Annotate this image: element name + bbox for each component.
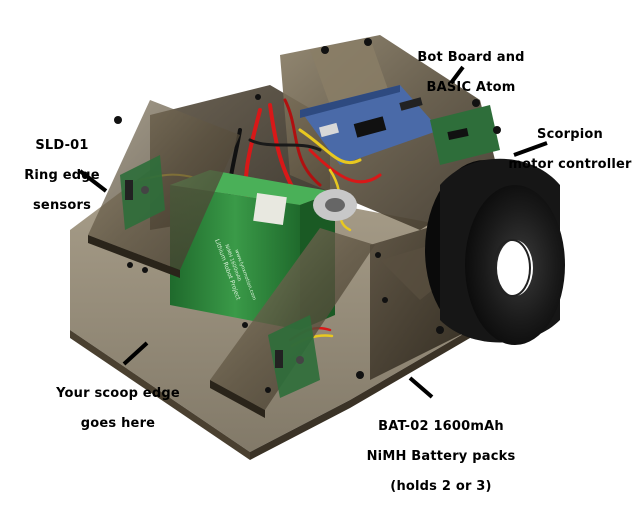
bot-board [300, 85, 440, 165]
label-sld: SLD-01 Ring edge sensors [22, 123, 102, 228]
label-scorpion-line-2: motor controller [508, 157, 632, 172]
callout-lines [78, 65, 548, 399]
label-scorpion-line-1: Scorpion [537, 127, 603, 142]
label-battery-line-3: (holds 2 or 3) [390, 479, 492, 494]
standoffs [114, 38, 501, 393]
pointer-scorpion [513, 141, 548, 157]
pointer-bot-board [449, 65, 465, 85]
left-sensor-plate [88, 100, 240, 278]
label-scoop: Your scoop edge goes here [48, 371, 188, 446]
label-battery: BAT-02 1600mAh NiMH Battery packs (holds… [362, 404, 520, 509]
drive-wheel [425, 158, 565, 345]
label-sld-line-1: SLD-01 [35, 138, 89, 153]
label-scorpion: Scorpion motor controller [505, 112, 635, 187]
label-sld-line-3: sensors [32, 198, 92, 213]
label-scoop-line-2: goes here [80, 416, 156, 431]
pointer-sld [78, 169, 108, 193]
label-sld-line-2: Ring edge [24, 168, 100, 183]
pointer-battery [408, 376, 434, 399]
robot-photo: Lithium Robot Project NiMH 1600mAh www.l… [70, 35, 565, 460]
pointer-scoop [122, 341, 149, 366]
label-bot-board: Bot Board and BASIC Atom [412, 35, 530, 110]
wire-spool [313, 189, 357, 221]
label-battery-line-2: NiMH Battery packs [366, 449, 516, 464]
label-bot-board-line-2: BASIC Atom [426, 80, 516, 95]
photo-stage: Lithium Robot Project NiMH 1600mAh www.l… [22, 35, 635, 494]
label-battery-line-1: BAT-02 1600mAh [378, 419, 504, 434]
label-bot-board-line-1: Bot Board and [417, 50, 525, 65]
label-scoop-line-1: Your scoop edge [56, 386, 180, 401]
motor-controller [430, 105, 500, 165]
front-sensor-plate [210, 228, 375, 418]
